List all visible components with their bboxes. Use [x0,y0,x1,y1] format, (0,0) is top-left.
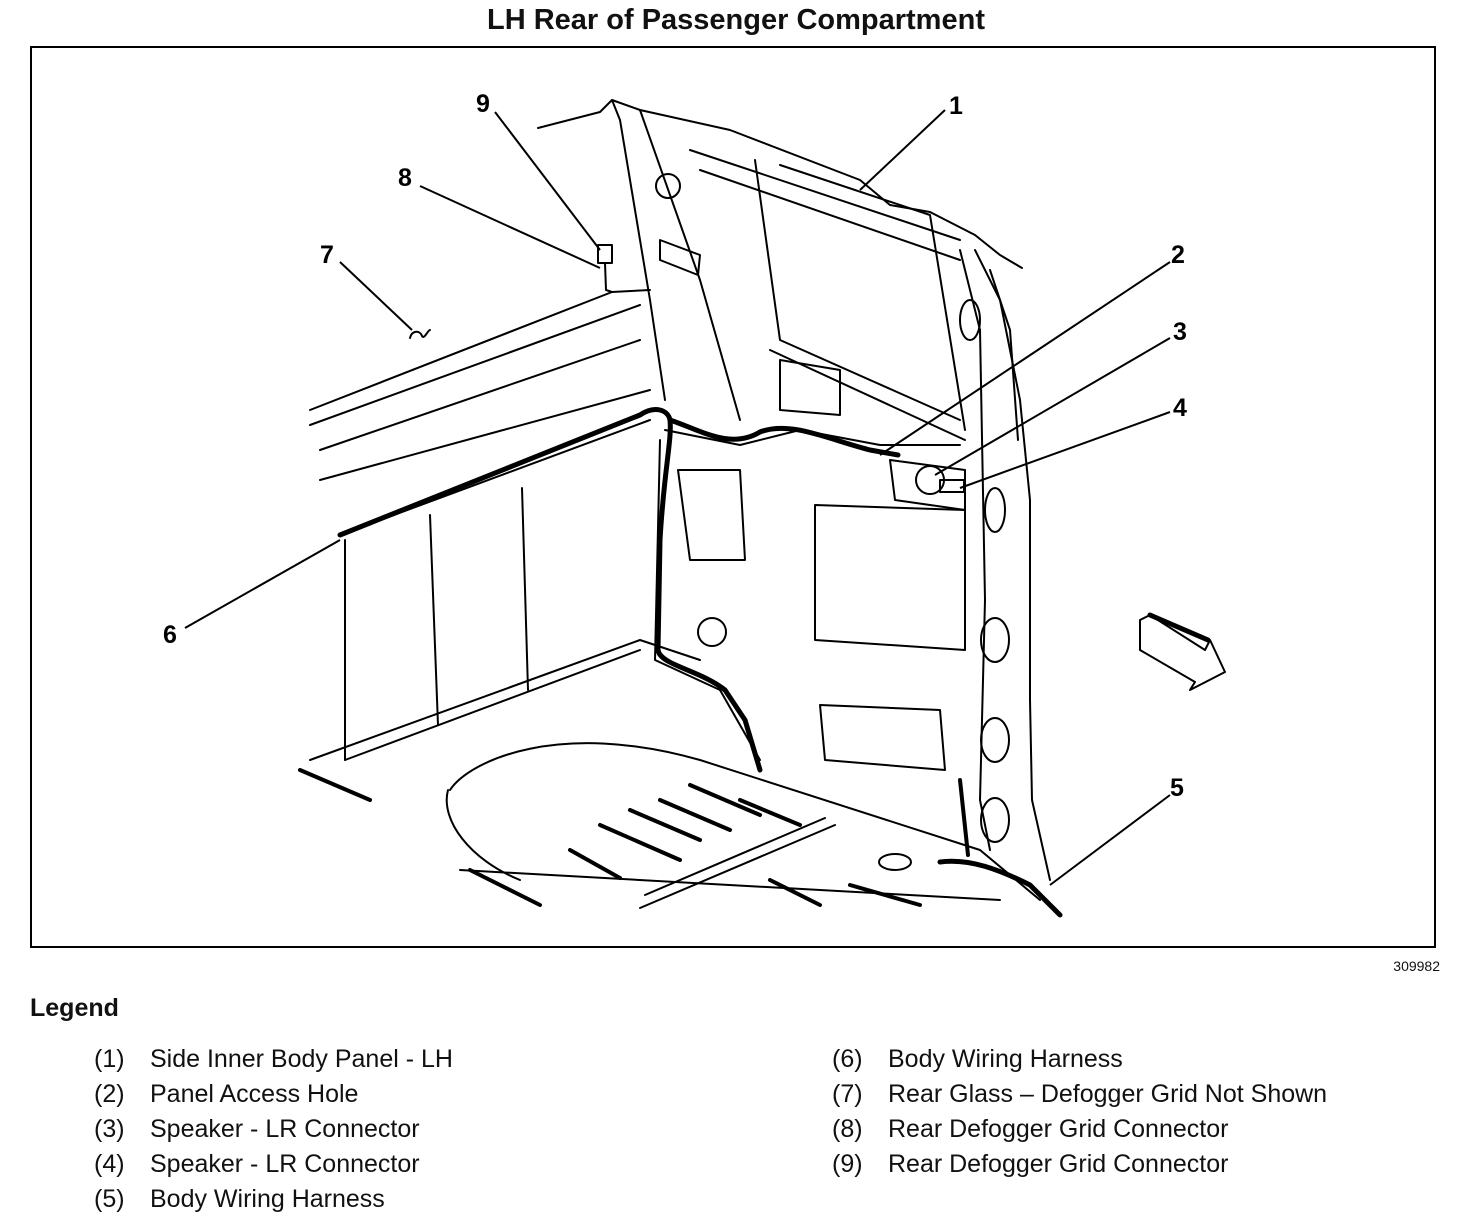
legend-item-label: Rear Glass – Defogger Grid Not Shown [888,1080,1328,1108]
leader-6 [184,539,341,629]
leader-9 [494,111,601,251]
legend-item-number: (9) [832,1150,863,1178]
callout-7: 7 [320,241,334,269]
legend-item-number: (6) [832,1045,863,1073]
legend-column-1: (1) Side Inner Body Panel - LH (2) Panel A… [94,1042,453,1217]
legend-item: (8) Rear Defogger Grid Connector [832,1112,1327,1147]
legend-item: (5) Body Wiring Harness [94,1182,453,1217]
figure-id: 309982 [1393,958,1440,974]
legend-item: (2) Panel Access Hole [94,1077,453,1112]
leader-1 [859,109,946,191]
legend-item-label: Panel Access Hole [150,1080,359,1108]
diagram-title: LH Rear of Passenger Compartment [487,4,985,36]
legend-item-number: (3) [94,1115,125,1143]
callout-5: 5 [1170,774,1184,802]
callout-6: 6 [163,621,177,649]
callout-9: 9 [476,90,490,118]
legend-item-number: (7) [832,1080,863,1108]
leader-8 [419,185,601,269]
legend-item: (7) Rear Glass – Defogger Grid Not Shown [832,1077,1327,1112]
leader-7 [339,261,413,331]
legend-heading: Legend [30,994,119,1022]
legend-column-2: (6) Body Wiring Harness (7) Rear Glass – D… [832,1042,1327,1182]
legend-item-label: Rear Defogger Grid Connector [888,1115,1229,1143]
legend-item-label: Speaker - LR Connector [150,1115,420,1143]
callout-2: 2 [1171,241,1185,269]
legend-item-number: (8) [832,1115,863,1143]
legend-item-label: Body Wiring Harness [888,1045,1123,1073]
legend-item: (3) Speaker - LR Connector [94,1112,453,1147]
legend-item-label: Rear Defogger Grid Connector [888,1150,1229,1178]
callout-4: 4 [1173,394,1187,422]
callout-3: 3 [1173,318,1187,346]
legend-item: (9) Rear Defogger Grid Connector [832,1147,1327,1182]
legend-item-number: (1) [94,1045,125,1073]
legend-item: (6) Body Wiring Harness [832,1042,1327,1077]
callout-1: 1 [949,92,963,120]
legend-item-number: (4) [94,1150,125,1178]
leader-2 [879,261,1171,456]
leader-3 [934,337,1171,476]
legend-item-label: Side Inner Body Panel - LH [150,1045,453,1073]
legend-item-label: Speaker - LR Connector [150,1150,420,1178]
legend-item: (4) Speaker - LR Connector [94,1147,453,1182]
legend-item: (1) Side Inner Body Panel - LH [94,1042,453,1077]
leader-5 [1049,794,1171,886]
vehicle-interior-illustration: 1 2 3 4 5 6 7 8 9 [163,90,1226,918]
legend-item-number: (2) [94,1080,125,1108]
legend-item-number: (5) [94,1185,125,1213]
diagram-frame [30,46,1436,948]
callout-8: 8 [398,164,412,192]
legend-item-label: Body Wiring Harness [150,1185,385,1213]
leader-4 [959,411,1171,489]
